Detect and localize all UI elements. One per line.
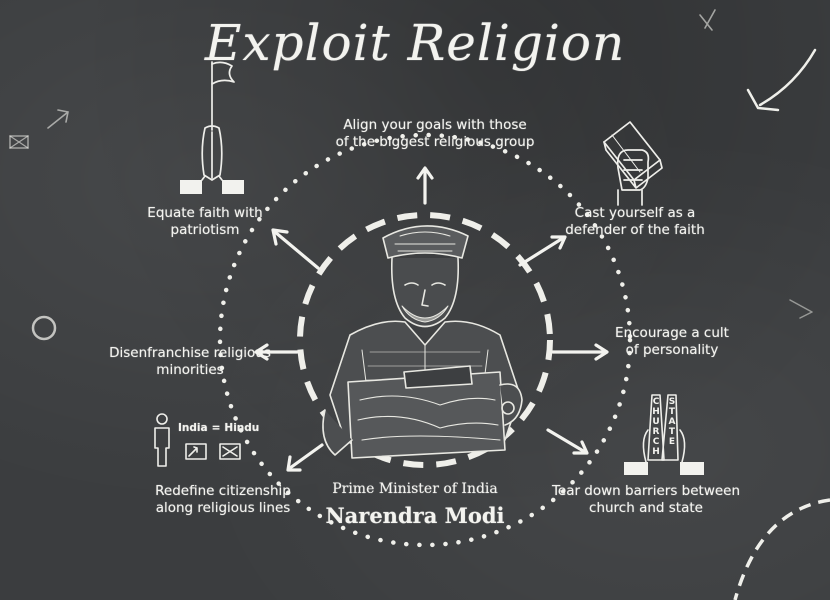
svg-text:T: T xyxy=(669,427,676,437)
india-hindu-equation: India=Hindu xyxy=(176,422,261,434)
tactic-disenfranchise-minorities: Disenfranchise religious minorities xyxy=(109,345,271,378)
svg-text:H: H xyxy=(652,447,660,457)
equation-left: India xyxy=(178,422,208,434)
equation-right: Hindu xyxy=(224,422,260,434)
arrows xyxy=(254,166,609,472)
svg-text:U: U xyxy=(652,417,659,427)
outer-dotted-ring xyxy=(217,132,633,548)
svg-text:A: A xyxy=(669,417,676,427)
church-state-hands-icon: CHU RCH STA TE xyxy=(624,394,704,475)
flag-prayer-hands-icon xyxy=(180,61,244,194)
svg-text:E: E xyxy=(669,437,675,447)
arrow-right xyxy=(551,343,609,361)
svg-text:C: C xyxy=(653,397,660,407)
arrow-bottom-right xyxy=(546,428,589,455)
portrait-sketch xyxy=(322,225,523,459)
tactic-redefine-citizenship: Redefine citizenship along religious lin… xyxy=(155,483,291,516)
center-caption-name: Narendra Modi xyxy=(325,503,505,528)
svg-text:H: H xyxy=(652,407,660,417)
fist-holding-book-icon xyxy=(603,121,663,206)
arrow-top xyxy=(416,166,434,205)
tactic-defender-of-faith: Cast yourself as a defender of the faith xyxy=(565,205,705,238)
svg-text:S: S xyxy=(669,397,675,407)
doodle-arrow xyxy=(758,48,817,107)
tactic-align-goals: Align your goals with those of the bigge… xyxy=(335,117,535,150)
svg-text:T: T xyxy=(669,407,676,417)
tactic-church-and-state: Tear down barriers between church and st… xyxy=(551,483,741,516)
center-caption-role: Prime Minister of India xyxy=(332,481,498,497)
page-title: Exploit Religion xyxy=(204,14,626,72)
tactic-cult-of-personality: Encourage a cult of personality xyxy=(615,325,729,358)
arrow-bottom-left xyxy=(286,443,324,472)
corner-dashed-arc xyxy=(733,498,830,600)
arrow-top-left xyxy=(271,228,320,270)
equation-operator: = xyxy=(211,422,221,434)
tactic-faith-patriotism: Equate faith with patriotism xyxy=(147,205,263,238)
inner-dashed-ring xyxy=(297,212,553,468)
person-ballot-icon xyxy=(154,413,241,467)
doodle-circle xyxy=(31,315,57,341)
svg-text:R: R xyxy=(653,427,660,437)
arrow-top-right xyxy=(518,235,567,267)
svg-text:C: C xyxy=(653,437,660,447)
arrow-left xyxy=(254,343,299,361)
